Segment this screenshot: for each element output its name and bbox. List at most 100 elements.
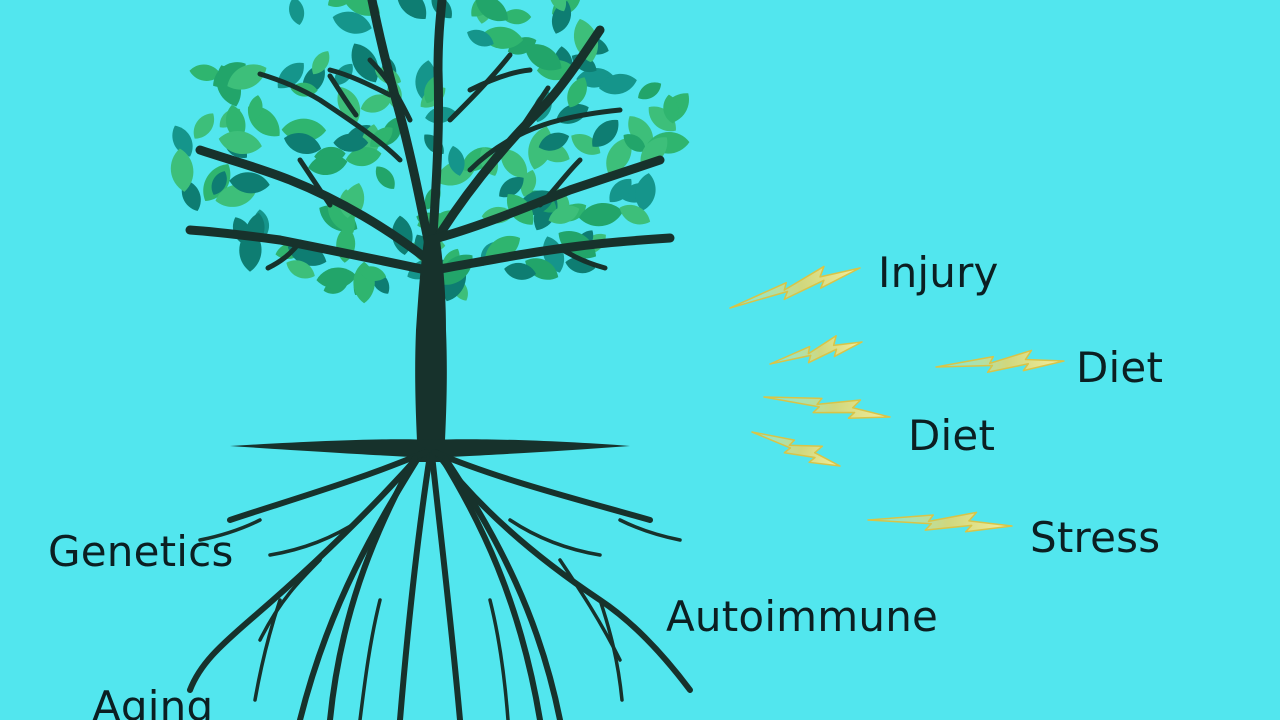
leaf [283,133,322,154]
label-diet: Diet [908,411,996,460]
branch [467,107,623,173]
branch [327,67,393,98]
leaf [499,177,524,198]
label-genetics: Genetics [48,527,234,576]
label-stress: Stress [1030,513,1161,562]
leaf [316,267,357,289]
leaf [345,147,382,167]
branch [537,157,583,208]
label-injury: Injury [878,248,999,297]
leaf [549,0,567,12]
leaf [638,82,662,100]
lightning-arrow-icon [769,334,863,365]
leaf [475,0,508,22]
root-base [230,439,630,458]
root [187,447,427,693]
leaf [578,203,624,227]
label-diet-right: Diet [1076,343,1164,392]
leaf [598,73,637,95]
leaf [359,266,387,281]
branch [185,225,431,275]
lightning-arrow-icon [729,265,861,309]
leaf [501,9,532,25]
root [598,598,624,702]
leaf [635,173,656,211]
leaf [229,172,270,194]
lightning-arrow-icon [751,431,841,467]
leaf [211,171,227,195]
root [258,558,322,642]
branch [467,67,533,93]
root [253,598,282,702]
branch [195,145,433,265]
leaf [289,0,305,26]
root [358,598,382,720]
root [488,598,510,720]
root [508,518,602,557]
leaf [172,125,193,157]
leaf [538,132,570,151]
branch [297,157,333,208]
leaf [592,120,619,147]
branch [367,0,435,255]
leaf [333,133,369,152]
label-aging: Aging [92,682,214,720]
branch [427,0,447,255]
leaf [504,262,537,280]
label-autoimmune: Autoimmune [666,592,939,641]
leaf [375,166,395,189]
branch [447,52,513,123]
leaf [552,1,571,34]
lightning-arrow-icon [867,511,1013,533]
root [198,518,262,542]
root [327,455,418,720]
leaf [360,94,392,113]
leaf [623,134,646,152]
leaf [448,145,465,176]
leaf [500,149,528,178]
leaf [193,113,215,139]
leaf [619,204,651,225]
branch [265,239,303,271]
leaf [332,11,372,34]
leaf [567,77,587,108]
branch [257,71,403,163]
branch [517,85,551,133]
tree-roots [187,439,693,720]
leaf [396,0,427,19]
leaf [351,43,379,83]
leaf [520,170,537,197]
root [429,452,463,720]
branch [557,245,608,271]
leaf [548,205,580,224]
leaf [189,64,221,81]
root [268,518,362,557]
tree-branches [185,0,675,275]
leaf [312,51,330,75]
root [397,452,433,720]
leaf [609,179,632,202]
leaf [663,94,679,124]
leaf [573,18,599,62]
leaf [286,260,315,279]
leaf [227,64,267,90]
branch [425,155,665,245]
leaf [525,44,562,71]
leaf [218,131,262,154]
root [437,452,543,720]
leaf [467,29,494,47]
root [433,449,693,693]
trunk-shape [415,240,447,462]
leaf [248,95,263,122]
root [442,455,563,720]
leaf [170,148,194,192]
root [227,449,429,523]
branch [429,233,675,275]
root [618,518,682,542]
lightning-arrow-icon [935,349,1065,374]
branch [425,25,605,255]
branch [327,73,359,118]
